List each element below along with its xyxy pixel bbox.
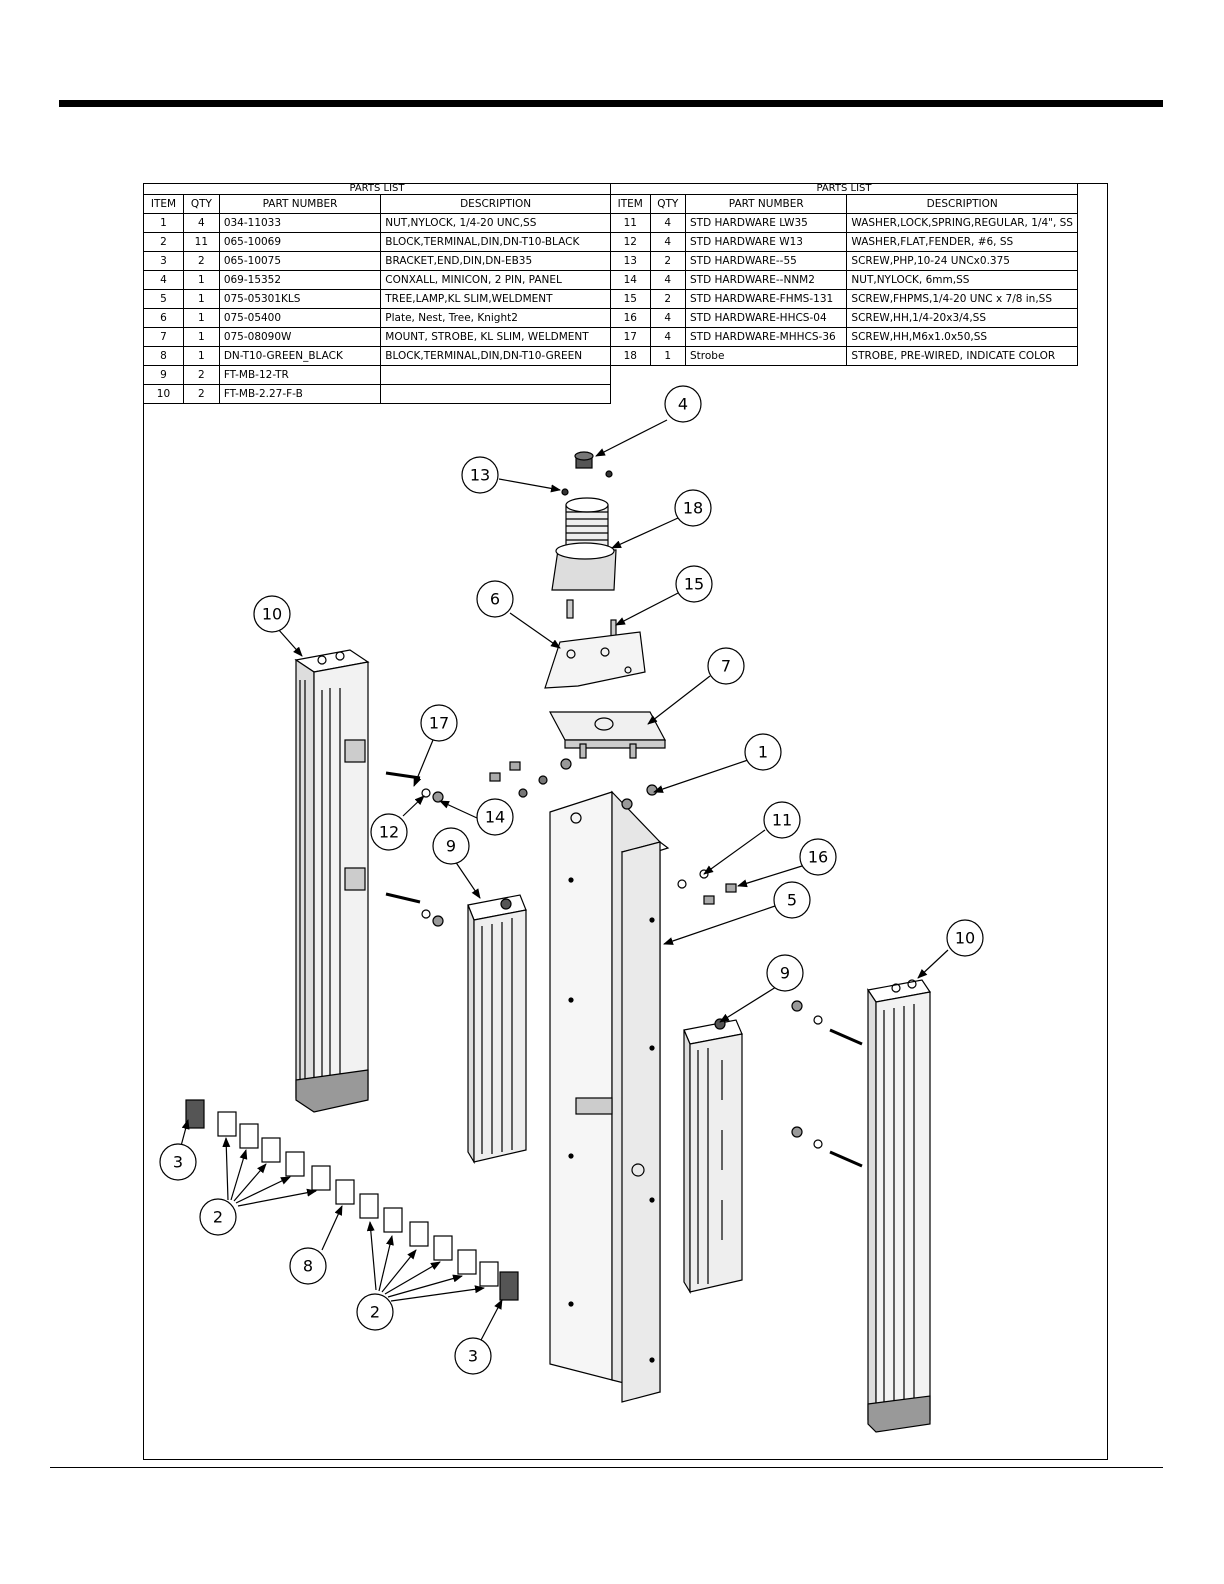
balloon-17: 17 xyxy=(429,714,449,733)
lamp-bar-right-part xyxy=(866,979,932,1433)
parts-list-right: PARTS LIST ITEM QTY PART NUMBER DESCRIPT… xyxy=(610,183,1078,366)
balloon-10: 10 xyxy=(955,929,975,948)
balloon-3: 3 xyxy=(468,1347,478,1366)
balloon-8: 8 xyxy=(303,1257,313,1276)
item-balloons xyxy=(159,385,984,1375)
balloon-2: 2 xyxy=(370,1303,380,1322)
col-item: ITEM xyxy=(143,194,184,214)
connector-part xyxy=(574,451,613,478)
balloon-18: 18 xyxy=(683,499,703,518)
terminal-block-parts xyxy=(185,1099,519,1301)
footer-rule xyxy=(50,1467,1163,1468)
balloon-16: 16 xyxy=(808,848,828,867)
balloon-15: 15 xyxy=(684,575,704,594)
balloon-6: 6 xyxy=(490,590,500,609)
mount-bar-left-part xyxy=(467,894,527,1165)
balloon-13: 13 xyxy=(470,466,490,485)
strobe-part xyxy=(551,497,617,637)
balloon-12: 12 xyxy=(379,823,399,842)
leader-lines xyxy=(180,419,949,1343)
balloon-9: 9 xyxy=(780,964,790,983)
col-item: ITEM xyxy=(610,194,651,214)
nest-plate-part xyxy=(544,631,646,689)
col-description: DESCRIPTION xyxy=(846,194,1078,214)
mount-bar-right-part xyxy=(683,1018,743,1295)
balloon-3: 3 xyxy=(173,1153,183,1172)
lamp-tree-weldment-part xyxy=(549,790,670,1403)
balloon-11: 11 xyxy=(772,811,792,830)
balloon-14: 14 xyxy=(485,808,505,827)
screw-part xyxy=(561,488,569,496)
strobe-mount-part xyxy=(548,711,667,759)
header-rule xyxy=(59,100,1163,107)
balloon-5: 5 xyxy=(787,891,797,910)
balloon-4: 4 xyxy=(678,395,688,414)
parts-list-left: PARTS LIST ITEM QTY PART NUMBER DESCRIPT… xyxy=(143,183,611,404)
balloon-9: 9 xyxy=(446,837,456,856)
balloon-1: 1 xyxy=(758,743,768,762)
balloon-2: 2 xyxy=(213,1208,223,1227)
lamp-bar-left-part xyxy=(294,649,370,1113)
balloon-10: 10 xyxy=(262,605,282,624)
col-part-number: PART NUMBER xyxy=(218,194,382,214)
balloon-7: 7 xyxy=(721,657,731,676)
